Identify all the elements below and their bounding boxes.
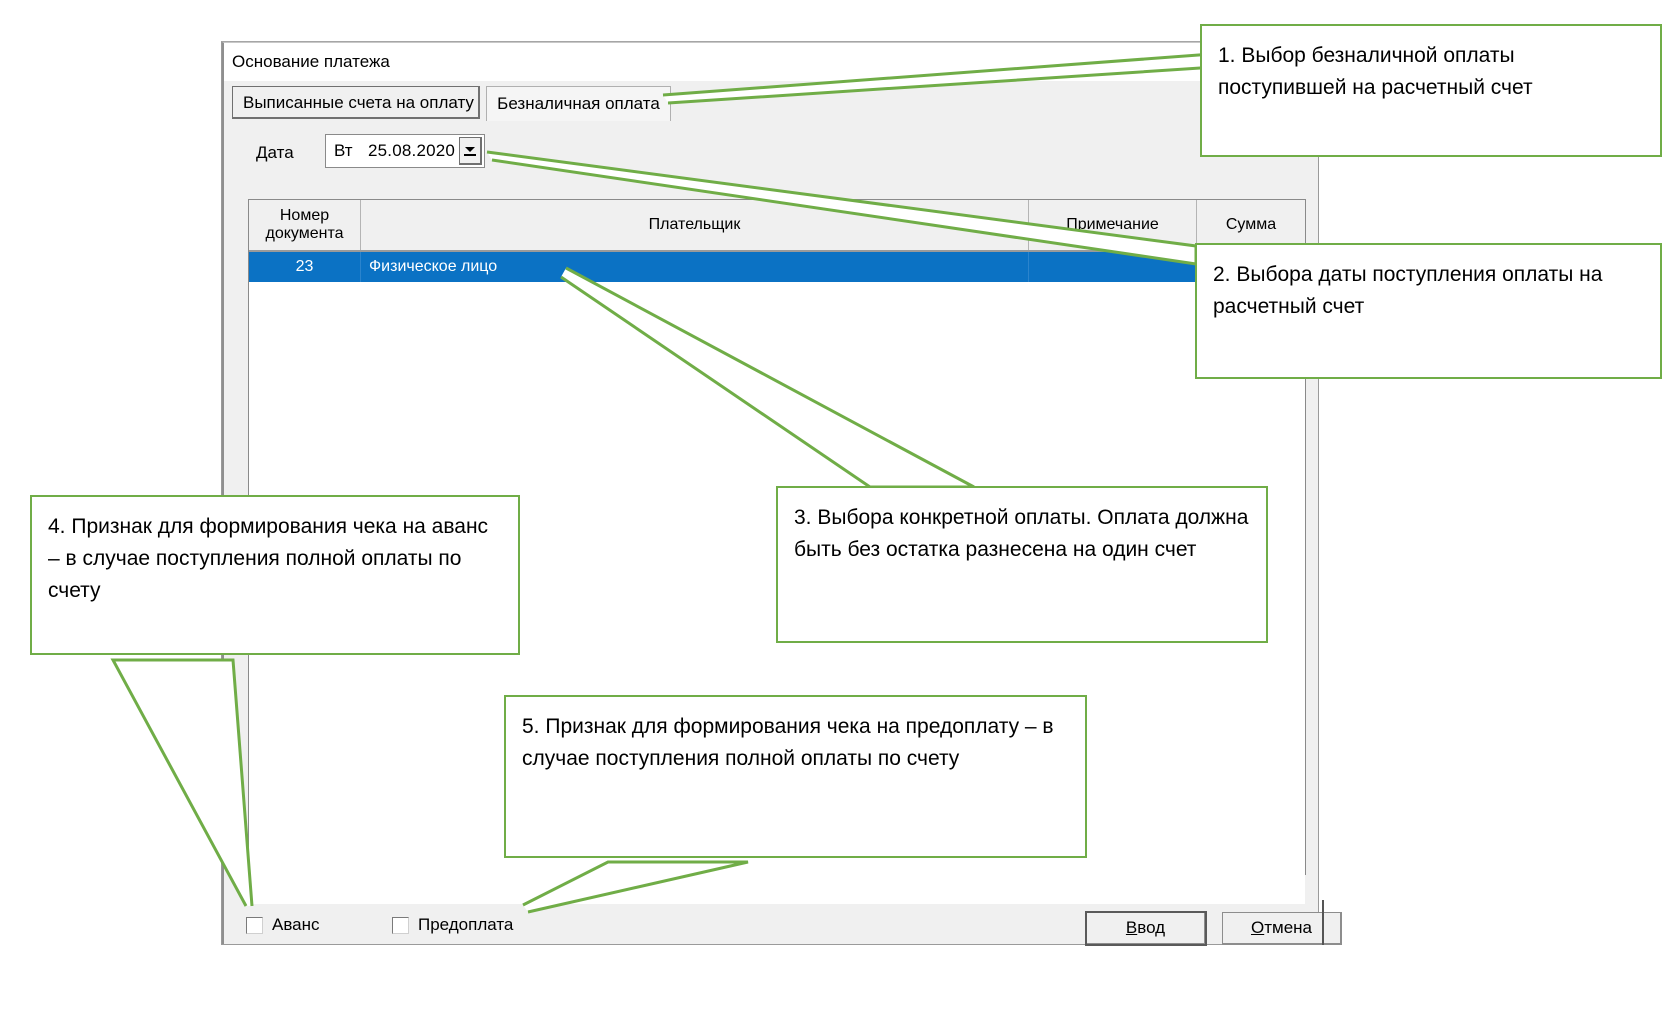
right-edge-tick <box>1322 900 1324 945</box>
cancel-button[interactable]: Отмена <box>1222 912 1342 945</box>
ok-button-accel: В <box>1125 918 1138 937</box>
checkbox-avans[interactable]: Аванс <box>246 912 320 938</box>
checkbox-predoplata[interactable]: Предоплата <box>392 912 513 938</box>
date-label: Дата <box>256 143 294 162</box>
date-dropdown-button[interactable] <box>459 137 482 165</box>
ok-button-rest: вод <box>1137 918 1166 937</box>
column-header-doc-number[interactable]: Номер документа <box>249 200 361 250</box>
cell-doc-number: 23 <box>249 252 361 282</box>
group-caption: Основание платежа <box>232 52 390 71</box>
tab-cashless-payment[interactable]: Безналичная оплата <box>486 86 671 121</box>
chevron-down-icon <box>465 147 475 152</box>
cancel-button-rest: тмена <box>1264 918 1312 937</box>
cell-payer: Физическое лицо <box>361 252 1029 282</box>
chevron-down-icon-bar <box>464 154 476 156</box>
column-header-sum[interactable]: Сумма <box>1197 200 1305 250</box>
tab-issued-invoices[interactable]: Выписанные счета на оплату <box>232 86 480 119</box>
callout-2: 2. Выбора даты поступления оплаты на рас… <box>1195 243 1662 379</box>
cell-note <box>1029 252 1197 282</box>
checkbox-predoplata-box[interactable] <box>392 916 409 934</box>
checkbox-avans-box[interactable] <box>246 916 263 934</box>
callout-1: 1. Выбор безналичной оплаты поступившей … <box>1200 24 1662 157</box>
date-weekday: Вт <box>334 141 353 160</box>
table-row[interactable]: 23 Физическое лицо <box>249 252 1305 282</box>
date-value: 25.08.2020 <box>368 141 456 160</box>
date-input[interactable]: Вт 25.08.2020 <box>325 134 485 168</box>
callout-4: 4. Признак для формирования чека на аван… <box>30 495 520 655</box>
checkbox-avans-label: Аванс <box>272 915 320 934</box>
column-header-payer[interactable]: Плательщик <box>361 200 1029 250</box>
callout-5: 5. Признак для формирования чека на пред… <box>504 695 1087 858</box>
checkbox-predoplata-label: Предоплата <box>418 915 514 934</box>
cancel-button-accel: О <box>1250 918 1265 937</box>
grid-header-row: Номер документа Плательщик Примечание Су… <box>249 200 1305 252</box>
callout-3: 3. Выбора конкретной оплаты. Оплата долж… <box>776 486 1268 643</box>
ok-button[interactable]: Ввод <box>1085 911 1207 946</box>
column-header-note[interactable]: Примечание <box>1029 200 1197 250</box>
